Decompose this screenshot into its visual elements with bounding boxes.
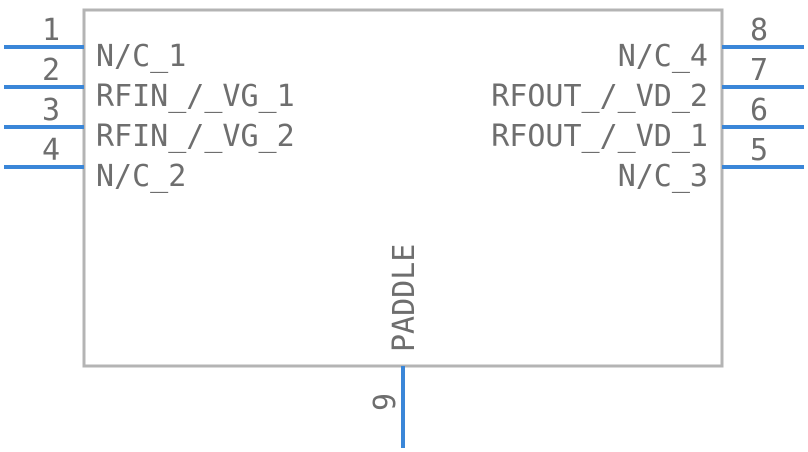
- pin-2-number: 2: [42, 53, 60, 88]
- pin-1-label: N/C_1: [96, 39, 186, 74]
- pin-9-label: PADDLE: [387, 244, 422, 352]
- pin-4-number: 4: [42, 133, 60, 168]
- pin-8-number: 8: [750, 13, 768, 48]
- pin-7-number: 7: [750, 53, 768, 88]
- component-body: [82, 8, 724, 368]
- pin-5-number: 5: [750, 133, 768, 168]
- pin-1-number: 1: [42, 13, 60, 48]
- pin-8-label: N/C_4: [618, 39, 708, 74]
- pin-7-label: RFOUT_/_VD_2: [491, 79, 708, 114]
- pin-6-number: 6: [750, 93, 768, 128]
- pin-2-label: RFIN_/_VG_1: [96, 79, 295, 114]
- pin-9-number: 9: [368, 393, 403, 411]
- pin-3-number: 3: [42, 93, 60, 128]
- pin-3-label: RFIN_/_VG_2: [96, 119, 295, 154]
- pin-4-label: N/C_2: [96, 159, 186, 194]
- pin-6-label: RFOUT_/_VD_1: [491, 119, 708, 154]
- pin-5-label: N/C_3: [618, 159, 708, 194]
